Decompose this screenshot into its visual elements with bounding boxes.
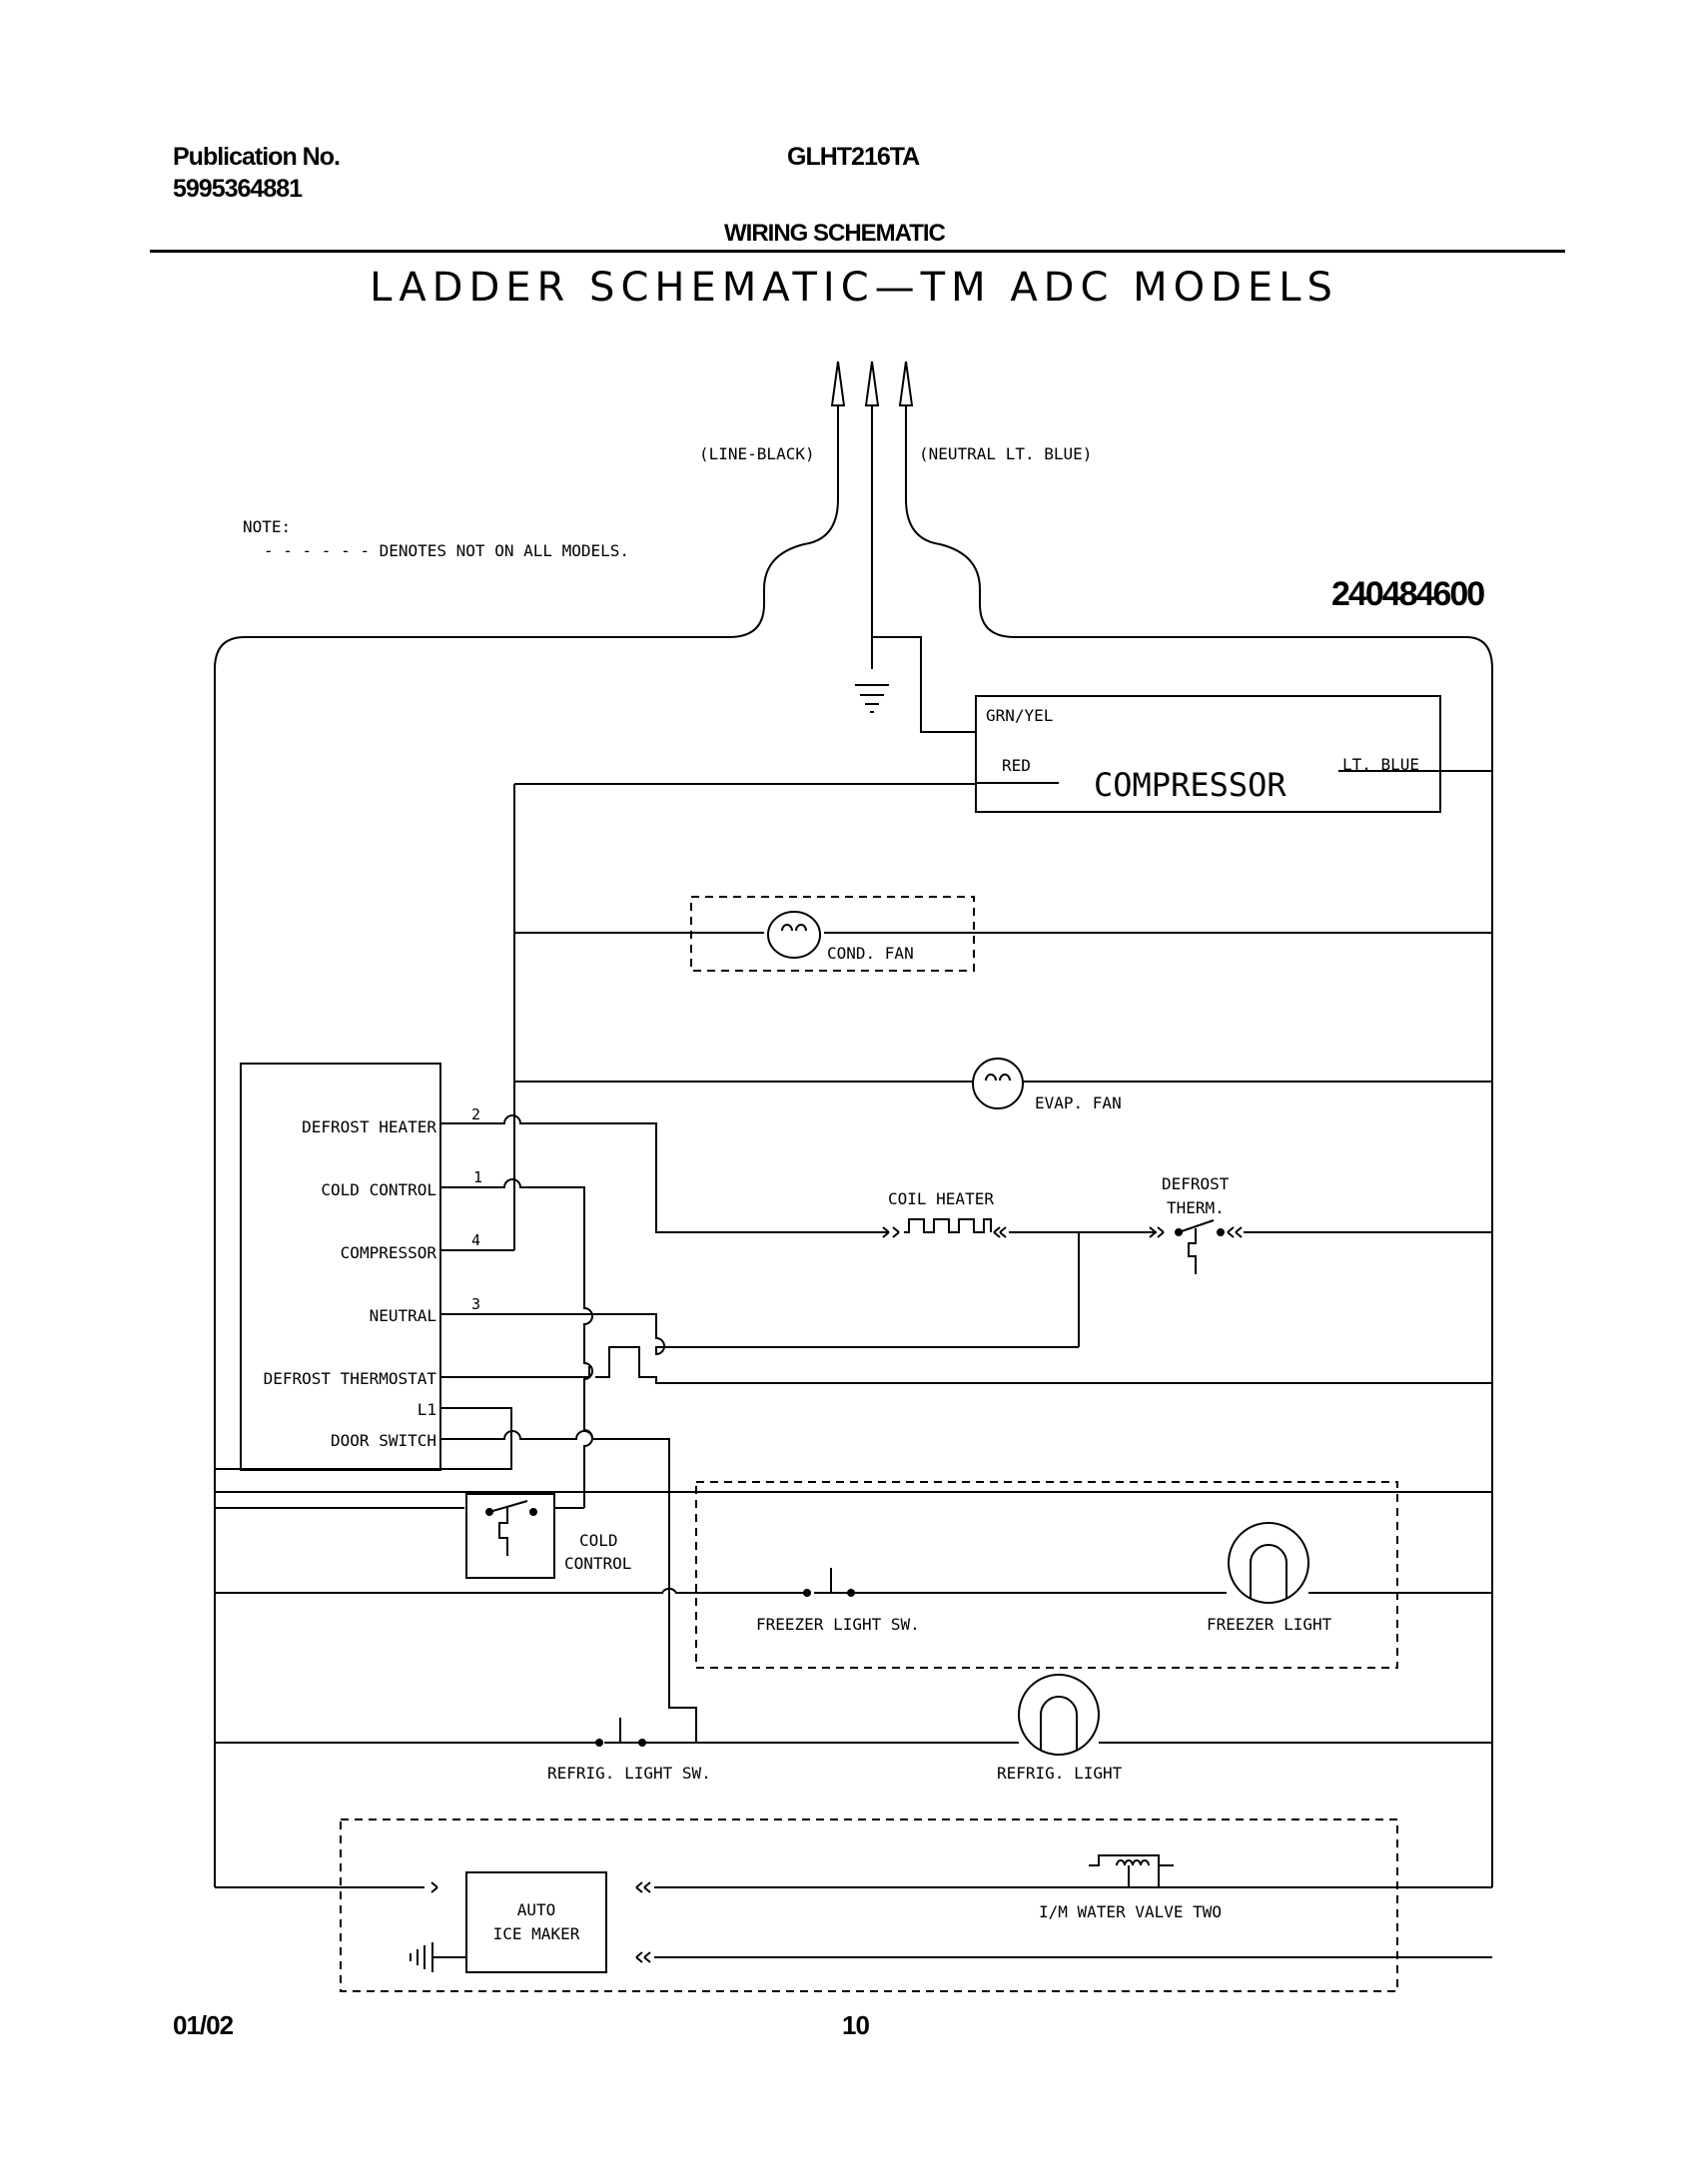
defrost-therm-label-2: THERM. [1167,1198,1225,1217]
footer-date: 01/02 [173,2010,234,2040]
compressor-red-label: RED [1002,756,1031,775]
model-number: GLHT216TA [787,143,920,171]
diagram-title: LADDER SCHEMATIC—TM ADC MODELS [370,265,1338,311]
evap-fan-label: EVAP. FAN [1035,1093,1122,1112]
header-rule [150,250,1565,253]
supply-arrows [214,361,1493,1887]
note-text: - - - - - - DENOTES NOT ON ALL MODELS. [264,541,629,560]
page-number: 10 [842,2010,870,2040]
neutral-label: (NEUTRAL LT. BLUE) [919,444,1092,463]
water-valve-label: I/M WATER VALVE TWO [1039,1902,1222,1921]
coil-heater-label: COIL HEATER [888,1189,994,1208]
cold-control-switch-icon [488,1500,528,1513]
ice-maker-box [340,1819,1398,1992]
refrig-light-switch-icon [604,1718,639,1744]
pin-number-4: 4 [471,1231,480,1249]
pin-number-2: 2 [471,1105,480,1123]
ice-maker-label-1: AUTO [517,1900,556,1919]
ice-maker-label-2: ICE MAKER [493,1924,580,1943]
publication-label: Publication No. [173,143,341,171]
pin-number-3: 3 [471,1295,480,1313]
terminal-defrost-thermostat: DEFROST THERMOSTAT [264,1369,437,1388]
terminal-cold-control: COLD CONTROL [321,1180,436,1199]
terminal-neutral: NEUTRAL [370,1306,436,1325]
refrig-light-switch-label: REFRIG. LIGHT SW. [547,1764,711,1783]
part-number: 240484600 [1331,575,1485,613]
evap-fan-icon [972,1058,1024,1109]
refrig-light-icon [1018,1674,1100,1756]
compressor-lt-blue-label: LT. BLUE [1342,755,1419,774]
ground-wire [872,636,976,733]
terminal-defrost-heater: DEFROST HEATER [302,1117,436,1136]
water-valve-icon [1089,1854,1174,1866]
cold-control-box [465,1493,555,1579]
defrost-therm-switch-icon [1178,1219,1215,1233]
compressor-grn-yel-label: GRN/YEL [986,706,1053,725]
compressor-name: COMPRESSOR [1094,766,1286,804]
terminal-l1: L1 [418,1400,436,1419]
pin-number-1: 1 [473,1168,482,1186]
freezer-light-box [695,1481,1398,1669]
freezer-light-switch-label: FREEZER LIGHT SW. [756,1615,920,1634]
terminal-door-switch: DOOR SWITCH [331,1431,436,1450]
ground-symbol-icon [855,684,889,713]
section-title: WIRING SCHEMATIC [724,220,946,247]
cold-control-label-2: CONTROL [564,1554,631,1573]
ice-maker-ground-icon [410,1942,433,1972]
terminal-compressor: COMPRESSOR [341,1243,437,1262]
freezer-light-label: FREEZER LIGHT [1207,1615,1332,1634]
coil-heater-icon [904,1218,992,1233]
freezer-light-icon [1228,1522,1309,1604]
cold-control-label-1: COLD [579,1531,618,1550]
note-label: NOTE: [243,517,291,536]
refrig-light-label: REFRIG. LIGHT [997,1764,1123,1783]
cond-fan-label: COND. FAN [827,944,914,963]
defrost-therm-label-1: DEFROST [1162,1174,1230,1193]
compressor-box [975,695,1441,813]
cond-fan-icon [767,911,821,959]
line-black-label: (LINE-BLACK) [699,444,815,463]
auto-ice-maker-block [465,1871,607,1973]
freezer-light-switch-icon [814,1568,849,1594]
publication-number: 5995364881 [173,175,303,203]
